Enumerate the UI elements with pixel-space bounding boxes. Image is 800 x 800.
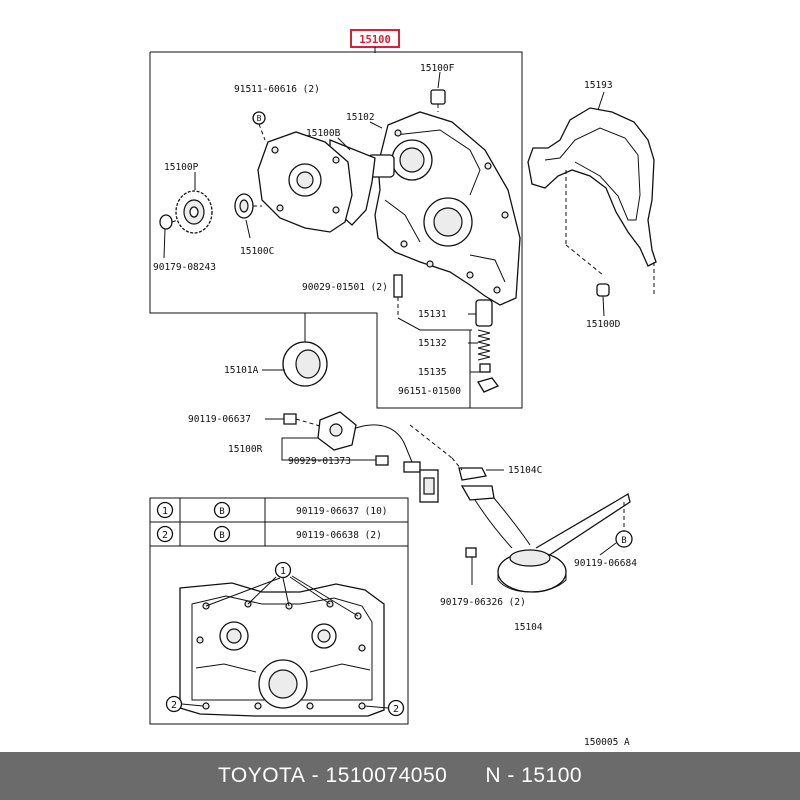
pump-cover-plate [257, 131, 353, 233]
bolt-90119-06637 [283, 413, 297, 425]
timing-cover-gasket-15193 [527, 107, 657, 267]
label-90119-06637: 90119-06637 [188, 414, 251, 425]
marker-b-screw-label: B [257, 114, 262, 123]
label-15135: 15135 [418, 367, 447, 378]
footer-part-number: 1510074050 [325, 764, 448, 787]
table-row2-type: B [219, 531, 224, 541]
oil-pump-parts-diagram: 15100 B [149, 29, 657, 748]
label-15101a: 15101A [224, 365, 259, 376]
label-90179-06326: 90179-06326 (2) [440, 597, 526, 608]
table-row2-part: 90119-06638 (2) [296, 530, 382, 541]
callout-2-left-circle [165, 695, 183, 713]
oil-strainer-15104 [458, 467, 631, 593]
callout-1: 1 [280, 566, 286, 577]
callout-1-circle [274, 561, 292, 579]
table-row1-type: B [219, 507, 224, 517]
drive-gear-15100p [175, 190, 213, 234]
footer-separator: - [305, 764, 326, 787]
footer-caption: TOYOTA - 1510074050 N - 15100 [0, 752, 800, 800]
footer-reference: N - 15100 [485, 764, 583, 787]
label-15100r: 15100R [228, 444, 263, 455]
callout-2-right-circle [387, 699, 405, 717]
callout-2-left: 2 [171, 700, 177, 711]
label-15100c: 15100C [240, 246, 274, 257]
table-row2-index-circle [156, 525, 174, 543]
table-row1-part: 90119-06637 (10) [296, 506, 388, 517]
relief-valve-set [393, 274, 500, 393]
pump-front-view [179, 582, 385, 717]
label-15193: 15193 [584, 80, 613, 91]
nut-90179-06326 [465, 547, 477, 558]
label-15100d: 15100D [586, 319, 621, 330]
assembly-number-label: 15100 [359, 34, 391, 46]
label-15100f: 15100F [420, 63, 455, 74]
bolt-table [149, 497, 409, 725]
label-15102: 15102 [346, 112, 375, 123]
table-row2-type-circle [213, 525, 231, 543]
marker-b-strainer-label: B [621, 536, 626, 546]
label-96151-01500: 96151-01500 [398, 386, 461, 397]
label-15100p: 15100P [164, 162, 199, 173]
dowel-pin-15100d [596, 283, 610, 297]
label-15100b: 15100B [306, 128, 341, 139]
label-15104: 15104 [514, 622, 543, 633]
label-15104c: 15104C [508, 465, 542, 476]
label-91511-60616: 91511-60616 (2) [234, 84, 320, 95]
oil-level-sensor-15100r [317, 411, 439, 503]
nut-90179-08243 [159, 214, 173, 230]
table-row2-index: 2 [162, 530, 168, 541]
table-row1-type-circle [213, 501, 231, 519]
label-90929-01373: 90929-01373 [288, 456, 351, 467]
footer-gap [447, 764, 485, 788]
label-15132: 15132 [418, 338, 447, 349]
label-90179-08243: 90179-08243 [153, 262, 216, 273]
label-90119-06684: 90119-06684 [574, 558, 637, 569]
table-row1-index-circle [156, 501, 174, 519]
plug-15100f [430, 89, 446, 105]
oil-pump-body [367, 111, 521, 306]
assembly-frame [149, 51, 523, 409]
table-row1-index: 1 [162, 506, 168, 517]
footer-brand: TOYOTA [217, 764, 306, 787]
callout-2-right: 2 [393, 704, 399, 715]
figure-id: 150005 A [584, 737, 630, 748]
label-90029-01501: 90029-01501 (2) [302, 282, 388, 293]
label-15131: 15131 [418, 309, 447, 320]
